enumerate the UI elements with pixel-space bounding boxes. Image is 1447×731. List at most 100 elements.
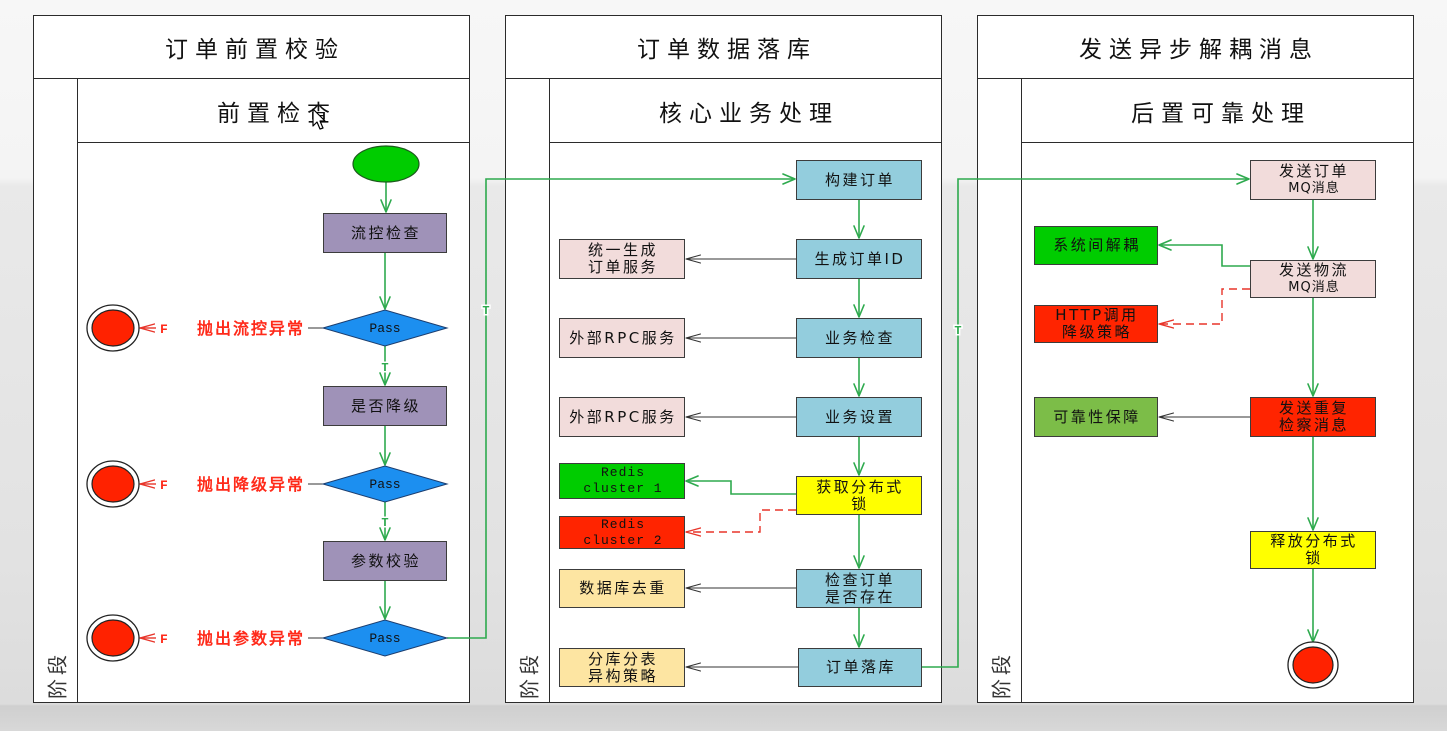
external-rpc-service-2: 外部RPC服务 [559, 397, 685, 437]
service-label-line-1: HTTP调用 [1055, 306, 1139, 324]
cursor-arrow-shape [312, 108, 326, 130]
dashed-arrow-to-http-fallback [1159, 288, 1250, 324]
step-label-line-2: 锁 [851, 494, 869, 513]
lane-async-messaging: 发送异步解耦消息 阶段 后置可靠处理 [977, 15, 1414, 703]
service-label-line-2: 异构策略 [587, 666, 658, 685]
service-label: 外部RPC服务 [569, 328, 677, 347]
service-label-line-1: Redis [600, 465, 645, 480]
error-end-node-3 [86, 614, 140, 662]
sharding-strategy: 分库分表 异构策略 [559, 648, 685, 687]
step-label-line-1: 获取分布式 [816, 477, 904, 496]
generate-order-id-step: 生成订单ID [796, 239, 922, 279]
false-branch-label: F [160, 478, 168, 493]
step-label-line-2: MQ消息 [1288, 181, 1340, 196]
true-branch-label: T [482, 304, 489, 318]
step-label-line-1: 发送物流 [1278, 261, 1349, 279]
true-branch-label: T [381, 361, 388, 375]
handoff-precheck-to-build-order [447, 173, 796, 639]
system-decoupling: 系统间解耦 [1034, 226, 1158, 265]
step-label: 构建订单 [824, 170, 895, 189]
business-check-step: 业务检查 [796, 318, 922, 358]
end-node-core [91, 619, 135, 657]
build-order-step: 构建订单 [796, 160, 922, 200]
send-logistics-mq-step: 发送物流 MQ消息 [1250, 260, 1376, 298]
stage-strip: 阶段 [978, 79, 1022, 702]
error-label: 抛出参数异常 [197, 629, 305, 648]
param-validation-step: 参数校验 [323, 541, 447, 581]
end-node-core [1292, 646, 1334, 684]
error-end-node-2 [86, 460, 140, 508]
service-label-line-2: 降级策略 [1061, 323, 1132, 341]
phase-title: 前置检查 [78, 79, 469, 143]
final-end-node [1287, 641, 1339, 689]
mouse-cursor-icon [312, 108, 326, 130]
decision-label: Pass [369, 477, 400, 492]
release-lock-step: 释放分布式 锁 [1250, 531, 1376, 569]
service-label: 数据库去重 [579, 579, 667, 597]
acquire-lock-step: 获取分布式 锁 [796, 476, 922, 515]
step-label-line-2: 锁 [1305, 549, 1323, 567]
decision-label: Pass [369, 321, 400, 336]
decision-label: Pass [369, 631, 400, 646]
external-rpc-service-1: 外部RPC服务 [559, 318, 685, 358]
step-label: 是否降级 [350, 396, 421, 415]
step-label-line-1: 发送重复 [1278, 399, 1349, 417]
step-label-line-1: 检查订单 [824, 570, 895, 589]
end-node-core [91, 465, 135, 503]
stage-strip: 阶段 [34, 79, 78, 702]
lane-title: 发送异步解耦消息 [978, 16, 1413, 79]
handoff-persist-to-order-mq [922, 173, 1250, 668]
persist-order-step: 订单落库 [798, 648, 922, 687]
redis-cluster-1: Redis cluster 1 [559, 463, 685, 499]
step-label: 订单落库 [825, 658, 896, 676]
redis-cluster-2: Redis cluster 2 [559, 516, 685, 549]
http-fallback-strategy: HTTP调用 降级策略 [1034, 305, 1158, 343]
phase-title: 后置可靠处理 [1022, 79, 1413, 143]
service-label: 可靠性保障 [1053, 407, 1141, 426]
service-label-line-1: 分库分表 [587, 649, 658, 668]
send-order-mq-step: 发送订单 MQ消息 [1250, 160, 1376, 200]
business-setup-step: 业务设置 [796, 397, 922, 437]
service-label-line-1: Redis [600, 516, 645, 532]
stage-strip: 阶段 [506, 79, 550, 702]
send-recheck-message-step: 发送重复 检察消息 [1250, 397, 1376, 437]
service-label-line-2: cluster 2 [583, 532, 663, 548]
end-node-core [91, 309, 135, 347]
true-branch-label: T [381, 516, 388, 530]
error-label: 抛出降级异常 [197, 475, 305, 494]
decision-params [321, 619, 449, 657]
arrow-to-system-decoupling [1158, 239, 1250, 267]
false-branch-label: F [160, 632, 168, 647]
lane-title: 订单数据落库 [506, 16, 941, 79]
service-label-line-2: cluster 1 [583, 481, 663, 496]
step-label-line-2: MQ消息 [1288, 280, 1340, 295]
service-label-line-1: 统一生成 [587, 241, 658, 259]
service-label: 外部RPC服务 [569, 407, 677, 426]
step-label-line-1: 释放分布式 [1270, 532, 1358, 550]
order-exists-check-step: 检查订单 是否存在 [796, 569, 922, 608]
start-node [352, 145, 420, 183]
arrow-to-redis-cluster-1 [685, 475, 796, 495]
service-label: 系统间解耦 [1053, 236, 1141, 254]
handoff-label: T [954, 324, 961, 338]
step-label-line-1: 发送订单 [1278, 162, 1349, 180]
reliability-guarantee: 可靠性保障 [1034, 397, 1158, 437]
step-label: 流控检查 [350, 223, 421, 242]
phase-title: 核心业务处理 [550, 79, 941, 143]
db-dedup: 数据库去重 [559, 569, 685, 608]
lane-order-precheck: 订单前置校验 阶段 前置检查 [33, 15, 470, 703]
decision-degrade [321, 465, 449, 503]
lane-title: 订单前置校验 [34, 16, 469, 79]
degrade-check-step: 是否降级 [323, 386, 447, 426]
error-end-node-1 [86, 304, 140, 352]
step-label: 业务检查 [824, 328, 895, 347]
decision-flow-control [321, 309, 449, 347]
step-label: 生成订单ID [814, 249, 906, 268]
error-label: 抛出流控异常 [197, 319, 305, 338]
step-label: 业务设置 [824, 407, 895, 426]
step-label: 参数校验 [350, 551, 421, 570]
service-label-line-2: 订单服务 [587, 258, 658, 276]
id-generation-service: 统一生成 订单服务 [559, 239, 685, 279]
flow-control-step: 流控检查 [323, 213, 447, 253]
